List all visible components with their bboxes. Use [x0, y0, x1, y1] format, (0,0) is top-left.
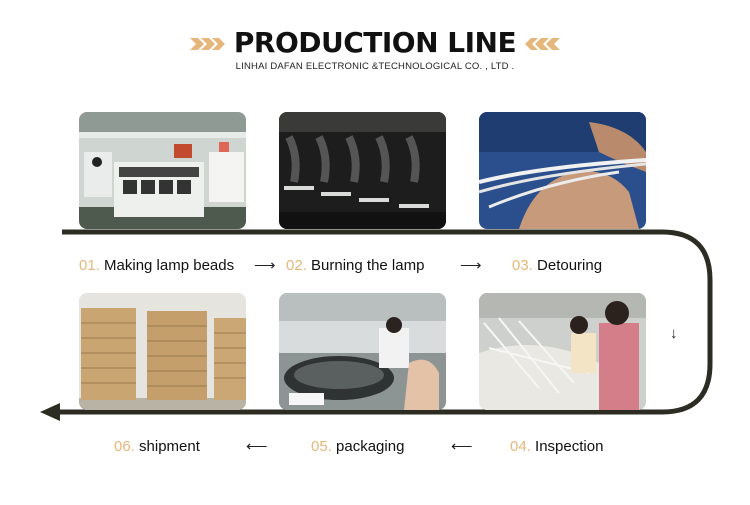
arrow-right-icon: ⟶ — [254, 257, 276, 274]
arrow-down-icon: ↓ — [670, 325, 678, 342]
photo-burning-the-lamp — [279, 112, 446, 229]
chevron-left-icon — [525, 38, 560, 50]
arrow-right-icon: ⟶ — [460, 257, 482, 274]
arrow-left-icon: ⟵ — [451, 438, 473, 455]
photo-packaging — [279, 293, 446, 410]
step-02: 02. Burning the lamp — [286, 257, 425, 274]
arrow-left-icon: ⟵ — [246, 438, 268, 455]
step-04: 04. Inspection — [510, 438, 604, 455]
step-01: 01. Making lamp beads — [79, 257, 235, 274]
page-title: PRODUCTION LINE — [233, 26, 517, 59]
step-06: 06. shipment — [114, 438, 200, 455]
photo-detouring — [479, 112, 646, 229]
company-name: LINHAI DAFAN ELECTRONIC &TECHNOLOGICAL C… — [235, 61, 515, 72]
step-05: 05. packaging — [311, 438, 405, 455]
photo-inspection — [479, 293, 646, 410]
chevron-right-icon — [190, 38, 225, 50]
photo-making-lamp-beads — [79, 112, 246, 229]
photo-shipment — [79, 293, 246, 410]
step-03: 03. Detouring — [512, 257, 603, 274]
